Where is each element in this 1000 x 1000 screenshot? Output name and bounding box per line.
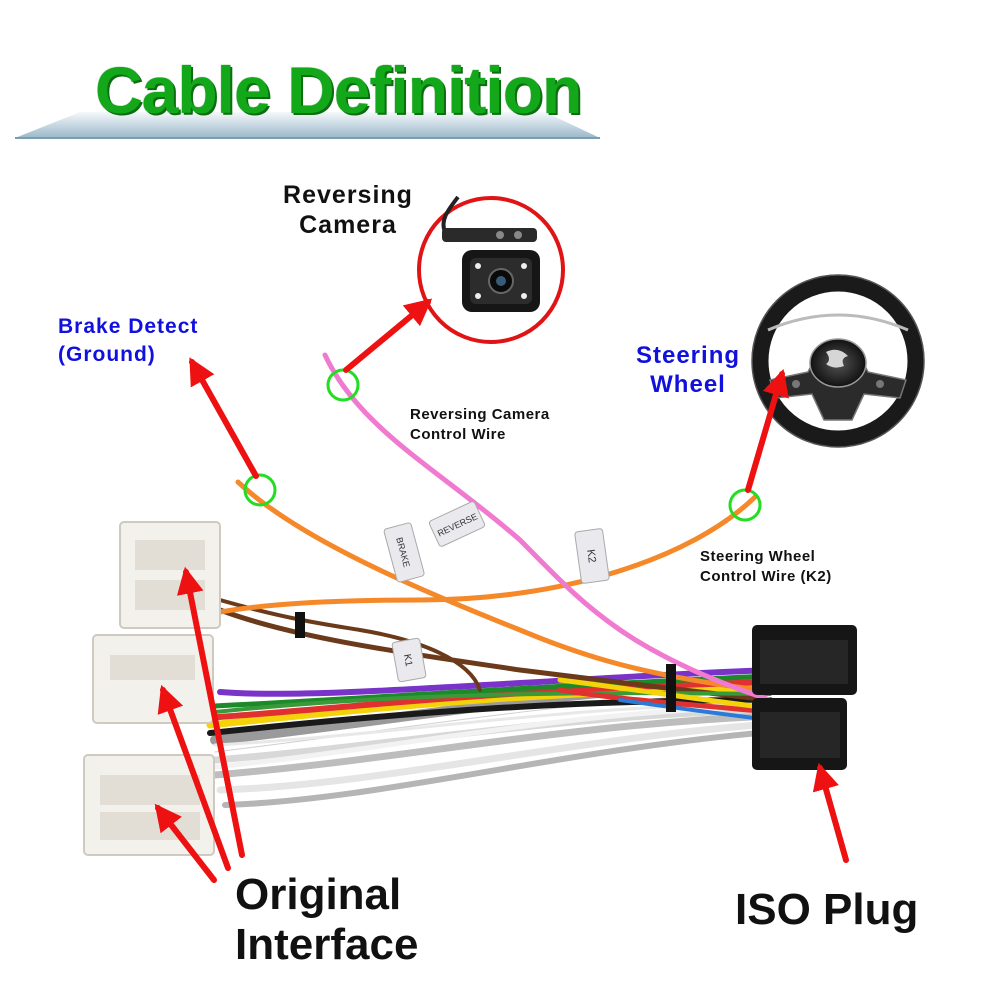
page-title: Cable Definition <box>95 53 582 127</box>
reversing-camera-label: Reversing Camera <box>268 180 428 240</box>
reversing-camera-wire-label-line1: Reversing Camera <box>410 406 550 423</box>
steering-wheel-wire-label-line2: Control Wire (K2) <box>700 568 832 585</box>
red-arrows <box>154 298 849 883</box>
k1-tag-text: K1 <box>401 653 414 667</box>
steering-wheel-label-line1: Steering <box>635 342 741 369</box>
iso-plug-label: ISO Plug <box>735 885 919 934</box>
iso-plug-connector <box>752 625 857 770</box>
steering-wheel-wire-label-line1: Steering Wheel <box>700 548 816 565</box>
reversing-camera-wire-label: Reversing Camera Control Wire <box>410 405 550 445</box>
k1-tag: K1 <box>391 637 427 683</box>
arrow-to-steering-wheel <box>745 368 789 493</box>
k2-tag: K2 <box>574 528 610 584</box>
arrow-to-connector-bottom <box>154 803 217 883</box>
reversing-camera-wire-label-line2: Control Wire <box>410 426 506 443</box>
steering-wheel-label: Steering Wheel <box>628 341 748 399</box>
reversing-camera-picture <box>417 195 565 344</box>
arrow-to-brake-label <box>189 357 259 479</box>
brake-detect-label-line1: Brake Detect <box>58 315 199 338</box>
original-interface-label: Original Interface <box>235 870 418 970</box>
original-interface-connectors <box>83 521 221 856</box>
steering-wheel-picture <box>751 274 925 448</box>
brake-tag: BRAKE <box>383 522 425 583</box>
brake-detect-marker <box>243 473 277 507</box>
reversing-camera-label-line2: Camera <box>299 211 397 239</box>
original-interface-label-line1: Original <box>235 870 402 919</box>
arrow-to-iso-plug <box>812 762 849 863</box>
k2-tag-text: K2 <box>584 549 598 564</box>
arrow-to-connector-top <box>176 566 245 858</box>
brake-detect-label-line2: (Ground) <box>58 343 156 366</box>
steering-wheel-label-line2: Wheel <box>650 371 726 398</box>
reverse-tag: REVERSE <box>428 501 486 547</box>
steering-wheel-wire-label: Steering Wheel Control Wire (K2) <box>700 547 832 587</box>
arrow-to-camera <box>343 298 433 373</box>
reversing-camera-label-line1: Reversing <box>283 181 413 209</box>
original-interface-label-line2: Interface <box>235 920 419 969</box>
wire-harness: BRAKE REVERSE K2 K1 <box>202 352 775 808</box>
title-banner <box>15 112 600 139</box>
brake-detect-label: Brake Detect (Ground) <box>58 313 198 369</box>
arrow-to-connector-middle <box>157 684 231 871</box>
